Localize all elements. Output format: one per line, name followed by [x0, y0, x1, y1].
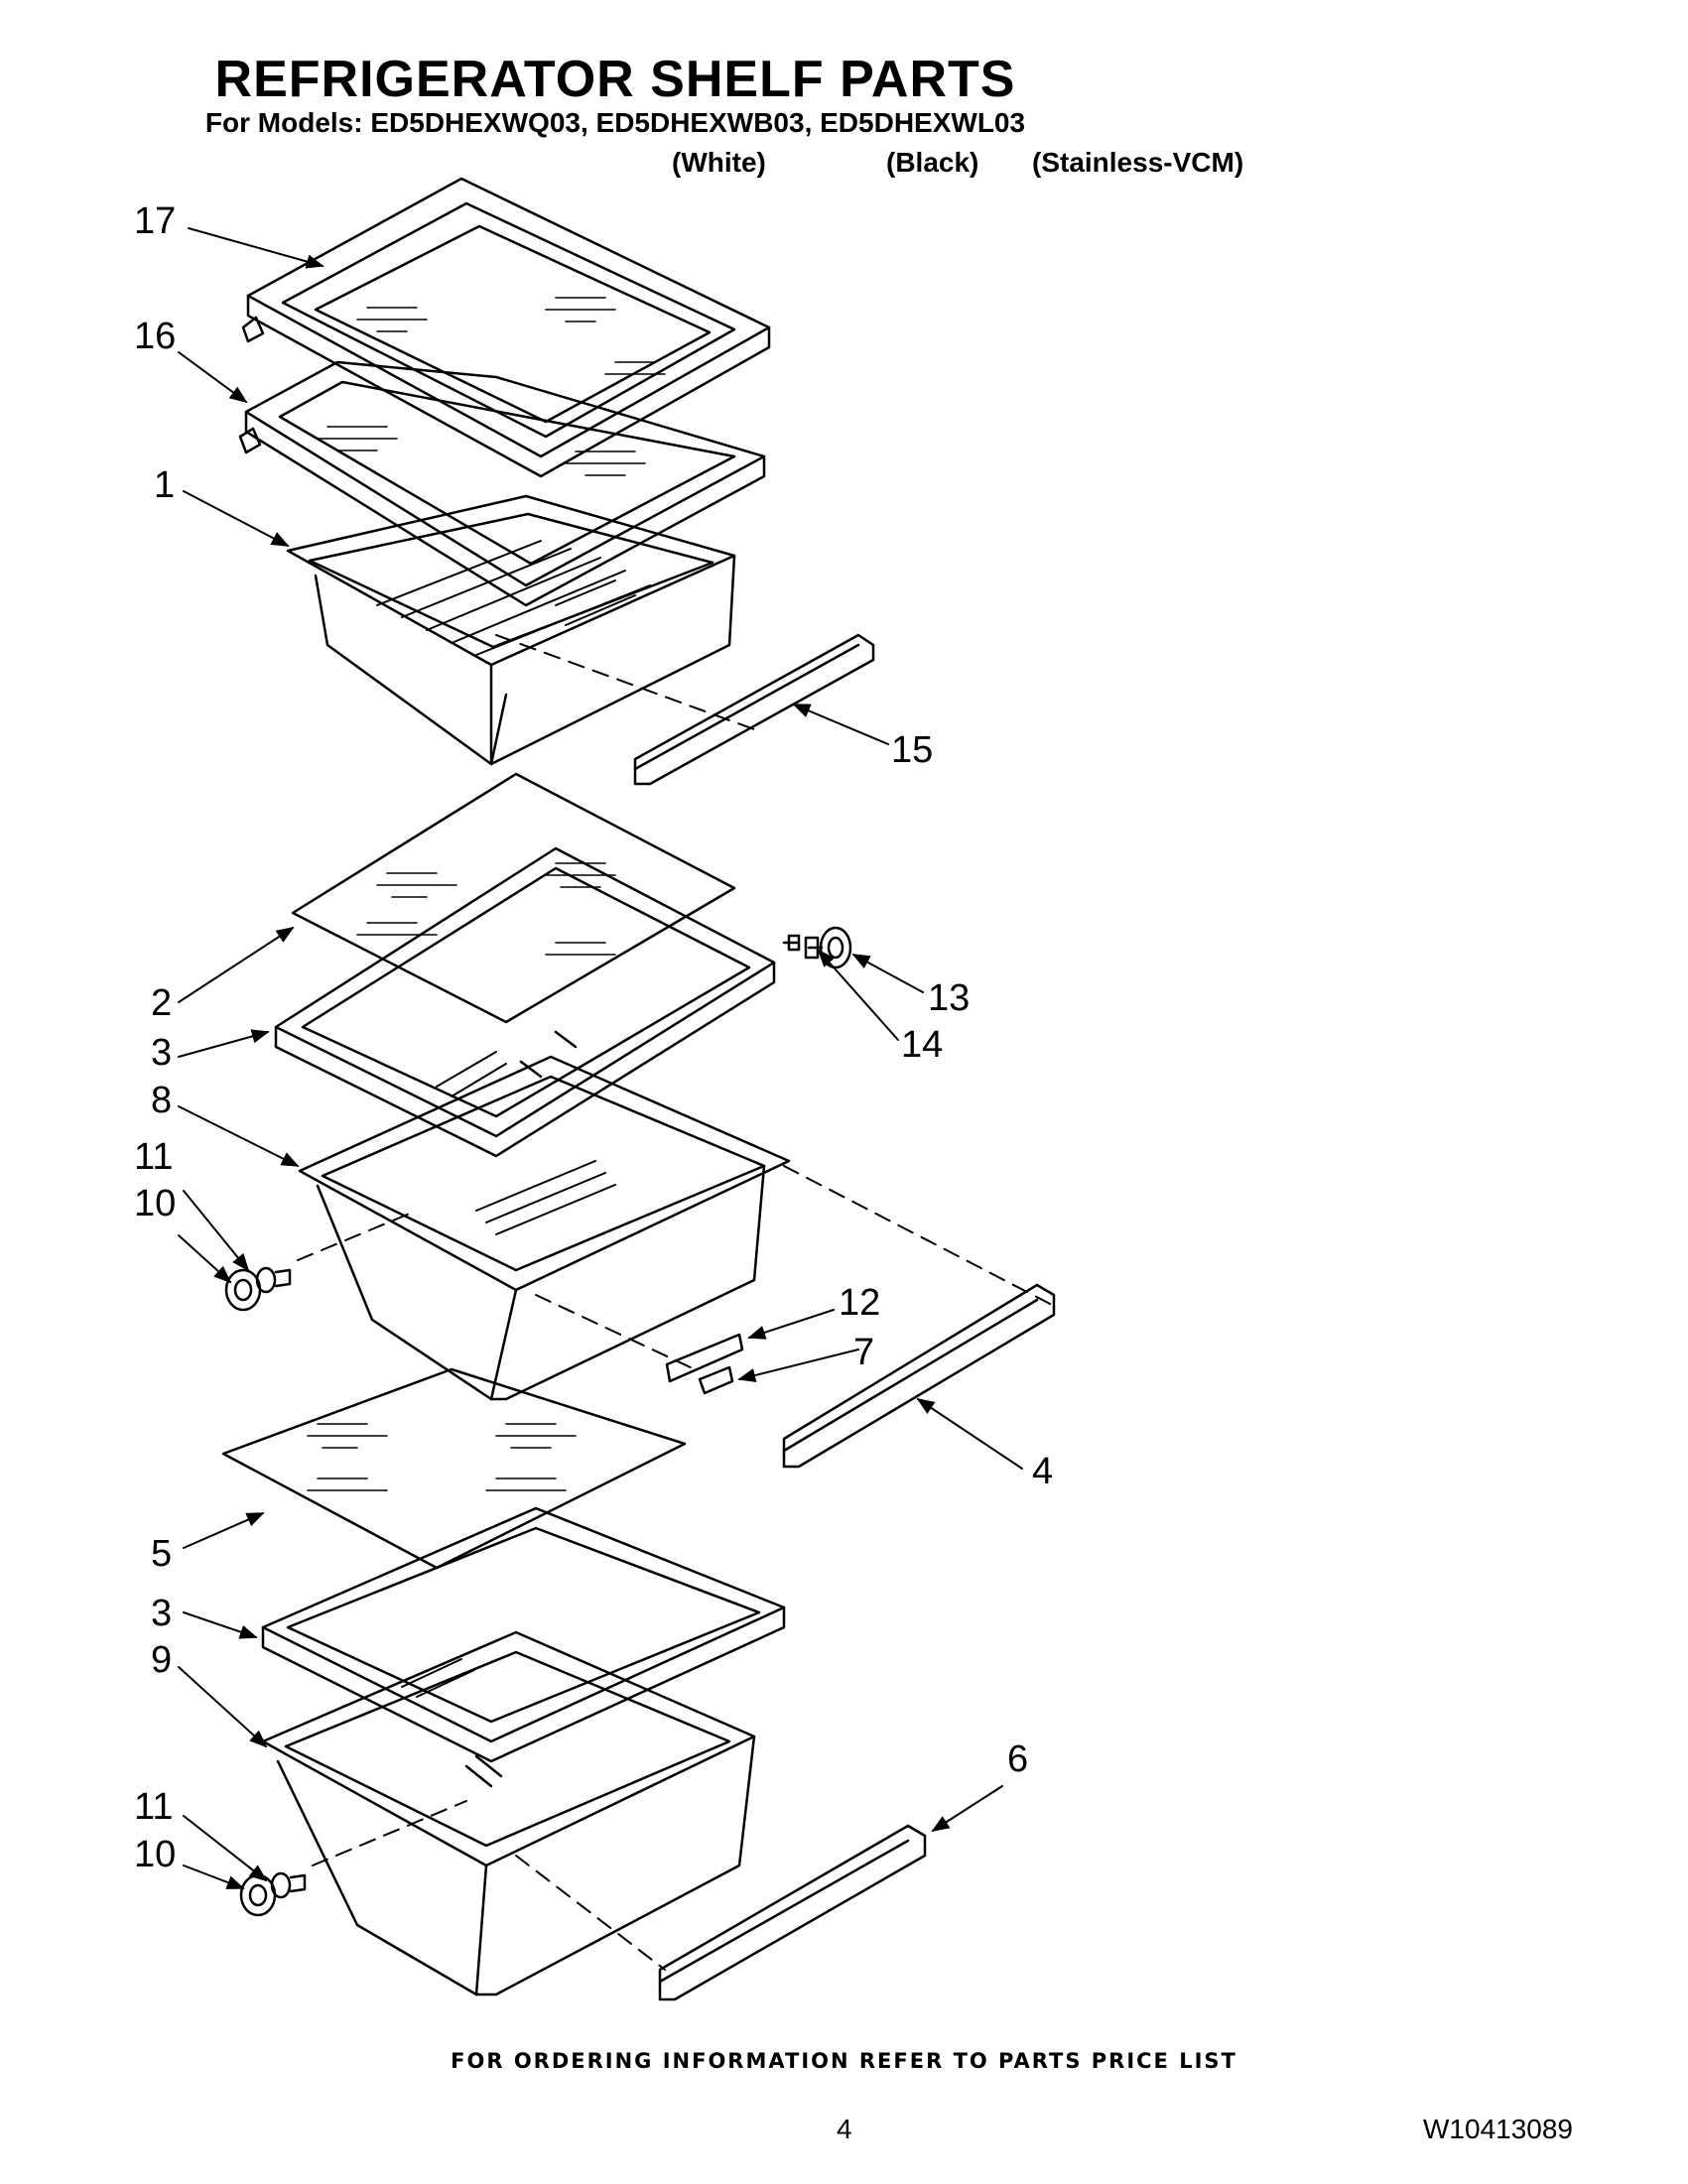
callout-9: 9 — [151, 1639, 173, 1681]
part-6-trim — [515, 1824, 927, 2001]
callout-6: 6 — [1007, 1738, 1029, 1780]
part-1-deli-drawer — [286, 494, 736, 766]
page-title: REFRIGERATOR SHELF PARTS — [214, 51, 1016, 108]
part-12-7-clip — [535, 1294, 744, 1395]
part-5-glass-shelf — [221, 1367, 687, 1570]
variant-stainless: (Stainless-VCM) — [1032, 147, 1244, 178]
callout-3-lower: 3 — [151, 1593, 173, 1634]
callout-1: 1 — [154, 464, 176, 506]
part-10-11-wheel-upper — [224, 1210, 418, 1312]
callout-16: 16 — [134, 316, 177, 357]
part-13-14-glide-screw — [782, 926, 852, 969]
part-3-shelf-frame-upper — [274, 846, 776, 1158]
callout-7: 7 — [853, 1332, 875, 1373]
variant-white: (White) — [672, 147, 766, 178]
callout-2: 2 — [151, 982, 173, 1024]
ordering-footer: FOR ORDERING INFORMATION REFER TO PARTS … — [451, 2049, 1237, 2073]
callout-5: 5 — [151, 1533, 173, 1575]
leader-arrows — [178, 227, 1023, 1889]
callout-11-upper: 11 — [134, 1136, 174, 1178]
document-number: W10413089 — [1423, 2114, 1574, 2144]
part-4-trim — [782, 1165, 1056, 1469]
page-number: 4 — [837, 2114, 852, 2144]
callout-17: 17 — [134, 200, 177, 242]
callout-12: 12 — [839, 1282, 881, 1324]
part-2-glass-shelf — [291, 772, 736, 1024]
part-15-trim — [495, 633, 875, 786]
callout-15: 15 — [891, 729, 934, 771]
callout-10-upper: 10 — [134, 1183, 177, 1224]
callout-13: 13 — [928, 977, 971, 1019]
models-line: For Models: ED5DHEXWQ03, ED5DHEXWB03, ED… — [204, 107, 1026, 138]
callout-4: 4 — [1032, 1451, 1054, 1492]
callout-3-upper: 3 — [151, 1032, 173, 1074]
callout-14: 14 — [901, 1024, 944, 1066]
part-17-shelf-frame — [241, 177, 771, 478]
part-9-crisper-drawer — [261, 1630, 756, 1996]
callout-10-lower: 10 — [134, 1834, 177, 1875]
callout-8: 8 — [151, 1080, 173, 1121]
variant-black: (Black) — [886, 147, 979, 178]
callout-11-lower: 11 — [134, 1786, 174, 1828]
